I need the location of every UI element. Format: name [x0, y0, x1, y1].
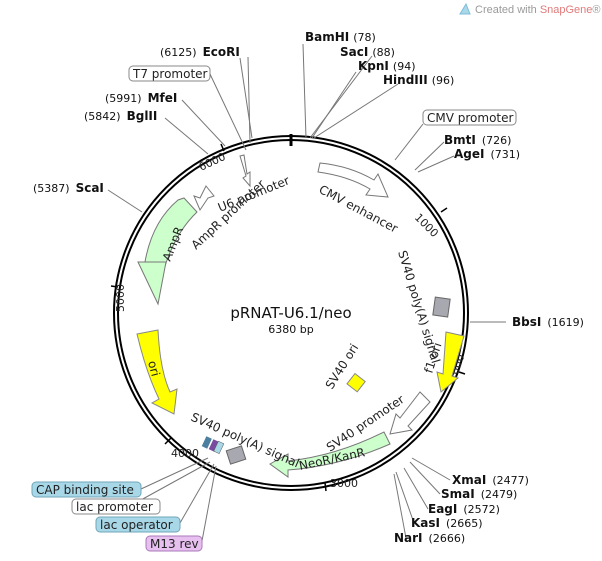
box-t7-promoter[interactable]: T7 promoter — [128, 65, 211, 82]
site-hindiii[interactable]: HindIII(96) — [383, 73, 454, 87]
site-bmti[interactable]: BmtI(726) — [444, 133, 511, 147]
leader-bglii — [164, 117, 209, 155]
feature-f1-ori-arrow[interactable] — [436, 331, 465, 393]
branding-text: Created with SnapGene® — [475, 4, 601, 16]
leader-cmv — [394, 123, 424, 161]
tick-label-1000: 1000 — [412, 211, 441, 240]
box-cap-binding-site[interactable]: CAP binding site — [31, 481, 142, 498]
branding-product: SnapGene — [540, 4, 593, 16]
plasmid-length: 6380 bp — [268, 323, 313, 336]
site-saci[interactable]: SacI(88) — [340, 45, 395, 59]
leader-scai — [107, 189, 143, 213]
site-bbsi[interactable]: BbsI(1619) — [512, 315, 584, 329]
top-site-leaders — [247, 43, 399, 144]
box-lac-promoter[interactable]: lac promoter — [71, 498, 161, 515]
leader-t7 — [209, 73, 247, 151]
branding-prefix: Created with — [475, 4, 540, 16]
tick-label-3000: 3000 — [330, 477, 358, 490]
site-ecori[interactable]: (6125)EcoRI — [160, 45, 240, 59]
feature-ampr-head — [137, 261, 167, 306]
tick-mark-5000 — [110, 285, 119, 288]
feature-neor-arrow[interactable] — [269, 431, 391, 478]
box-cap-label: CAP binding site — [36, 483, 134, 497]
site-eagi[interactable]: EagI(2572) — [428, 502, 500, 516]
box-laco-label: lac operator — [100, 518, 173, 532]
site-kasi[interactable]: KasI(2665) — [411, 516, 483, 530]
site-agei[interactable]: AgeI(731) — [454, 147, 520, 161]
snapgene-logo-icon — [459, 2, 471, 15]
snapgene-branding: Created with SnapGene® — [459, 2, 601, 16]
site-mfei[interactable]: (5991)MfeI — [105, 91, 177, 105]
site-smai[interactable]: SmaI(2479) — [441, 487, 517, 501]
feature-sv40-pa-block[interactable] — [432, 296, 451, 318]
feature-ori-arrow[interactable] — [136, 329, 178, 415]
leader-ecori — [239, 57, 253, 139]
box-cmv-label: CMV promoter — [427, 111, 514, 125]
leader-bmti — [414, 141, 445, 171]
branding-suffix: ® — [592, 4, 600, 16]
tick-mark-3000 — [324, 482, 327, 492]
feature-sv40-ori-block[interactable] — [346, 372, 366, 393]
box-m13-label: M13 rev — [150, 537, 199, 551]
feature-cmv-enhancer-arrow[interactable] — [317, 162, 389, 198]
box-lac-operator[interactable]: lac operator — [95, 516, 181, 533]
feature-ampr-prom-label: AmpR promoter — [188, 177, 267, 252]
site-bglii[interactable]: (5842)BglII — [84, 109, 157, 123]
leader-agei — [417, 155, 455, 173]
site-scai[interactable]: (5387)ScaI — [33, 181, 104, 195]
tick-label-5000: 5000 — [114, 284, 127, 312]
box-cmv-promoter[interactable]: CMV promoter — [422, 109, 517, 126]
feature-ampr-promoter-arrow[interactable] — [193, 185, 215, 212]
tick-mark-6000 — [220, 143, 225, 152]
feature-lac-cluster — [201, 436, 225, 455]
feature-cmv-enh-label: CMV enhancer — [317, 182, 401, 235]
feature-ori-label: ori — [145, 359, 163, 378]
site-bamhi[interactable]: BamHI(78) — [305, 30, 376, 44]
bottom-right-leaders — [393, 457, 451, 539]
tick-mark-1000 — [440, 207, 448, 213]
tick-mark-4000 — [164, 437, 172, 445]
tick-label-4000: 4000 — [171, 447, 199, 460]
feature-sv40-promoter-arrow[interactable] — [389, 391, 431, 435]
feature-u6-promoter-arrow[interactable] — [239, 154, 251, 188]
box-lacp-label: lac promoter — [76, 500, 153, 514]
site-kpni[interactable]: KpnI(94) — [358, 59, 416, 73]
site-nari[interactable]: NarI(2666) — [394, 531, 465, 545]
tick-mark-2000 — [458, 371, 466, 375]
box-m13-rev[interactable]: M13 rev — [145, 535, 203, 552]
feature-sv40-pa2-block[interactable] — [225, 445, 247, 465]
site-xmai[interactable]: XmaI(2477) — [452, 473, 529, 487]
plasmid-name: pRNAT-U6.1/neo — [230, 304, 351, 322]
leader-mfei — [181, 99, 226, 147]
box-t7-label: T7 promoter — [132, 67, 208, 81]
